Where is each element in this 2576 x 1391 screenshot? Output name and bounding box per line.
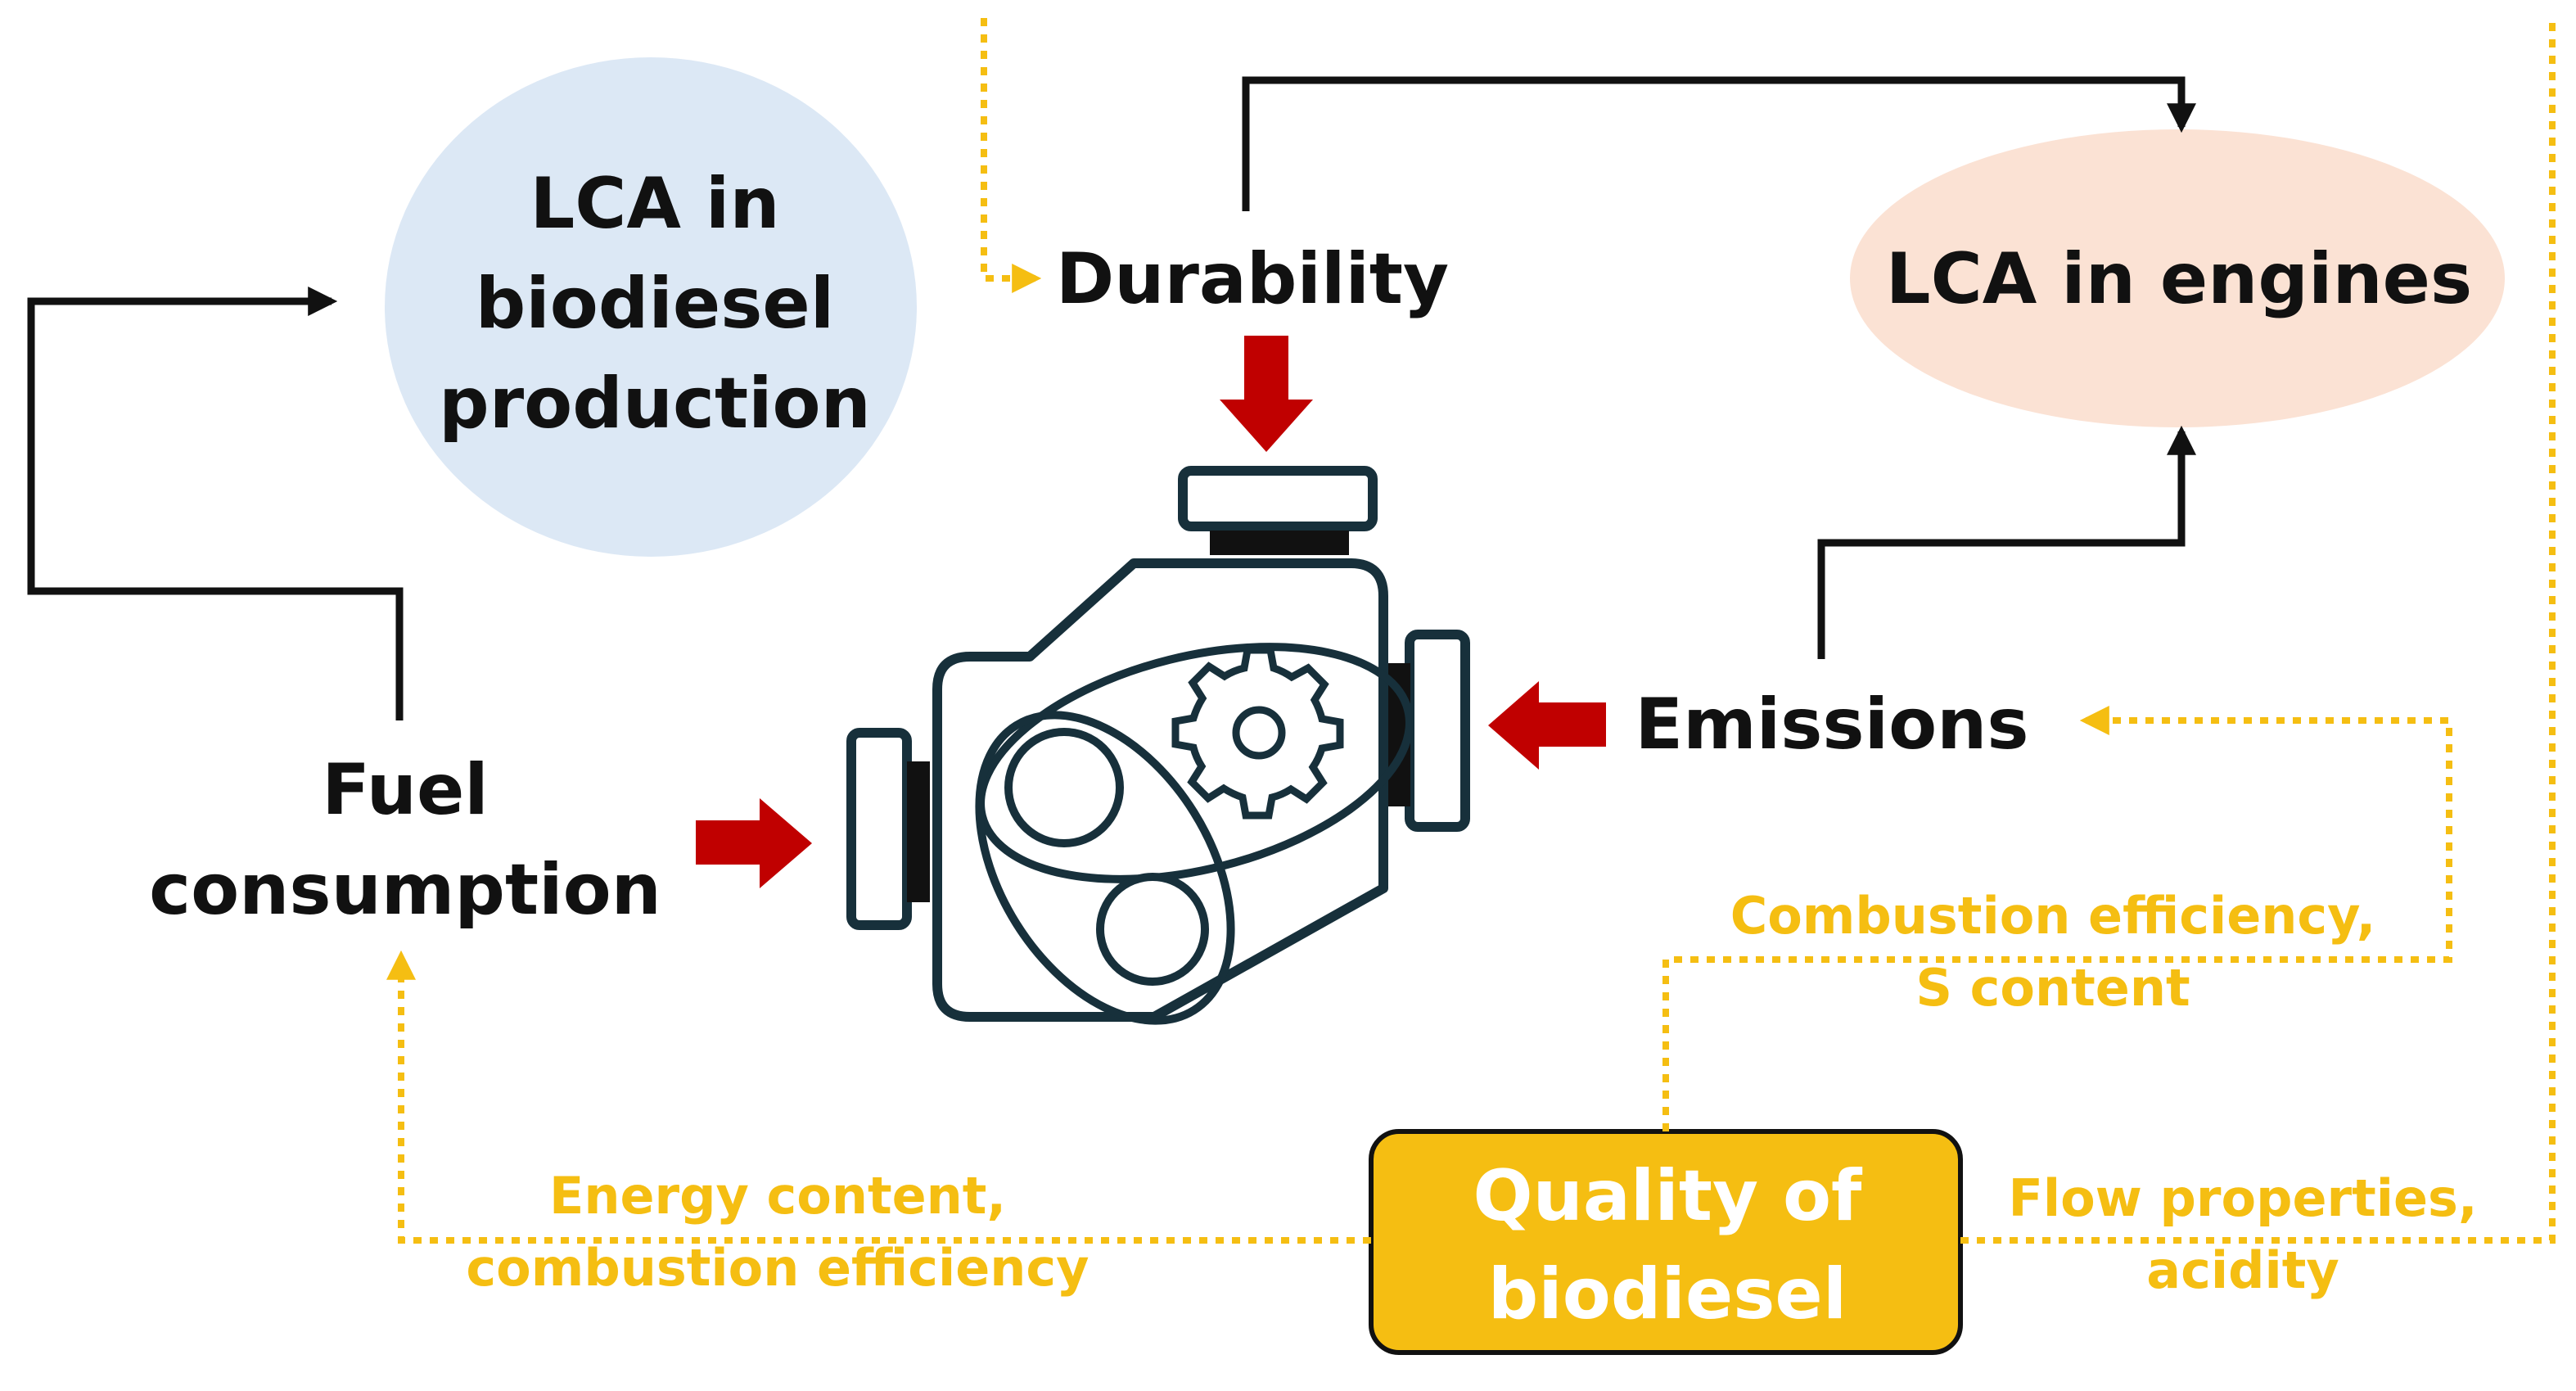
quality-line-2: biodiesel bbox=[1488, 1253, 1847, 1335]
durability-label: Durability bbox=[1056, 238, 1449, 320]
emissions-label: Emissions bbox=[1635, 684, 2028, 766]
arrow-fuel-to-lca-biodiesel bbox=[27, 287, 404, 720]
arrow-emissions-to-lca-engines bbox=[1817, 425, 2196, 659]
quality-line-1: Quality of bbox=[1473, 1155, 1864, 1237]
edge-label-durability-line-1: Flow properties, bbox=[2008, 1168, 2477, 1228]
dotted-top-to-durability bbox=[981, 18, 1042, 293]
dotted-quality-to-emissions bbox=[1662, 706, 2452, 1131]
lca-biodiesel-line-2: biodiesel bbox=[476, 263, 834, 345]
dotted-quality-to-right bbox=[1960, 15, 2556, 1244]
edge-label-emissions-line-1: Combustion efficiency, bbox=[1730, 886, 2376, 946]
lca-biodiesel-circle bbox=[385, 57, 917, 557]
lca-biodiesel-line-1: LCA in bbox=[530, 163, 779, 245]
red-arrow-from-emissions bbox=[1488, 681, 1606, 770]
fuel-consumption-line-2: consumption bbox=[149, 849, 661, 931]
lca-engines-label: LCA in engines bbox=[1886, 238, 2472, 320]
lca-engines-ellipse bbox=[1850, 129, 2505, 427]
edge-label-durability-line-2: acidity bbox=[2146, 1240, 2339, 1300]
edge-label-emissions-line-2: S content bbox=[1915, 958, 2190, 1018]
gear-icon bbox=[1171, 646, 1344, 820]
lca-biodiesel-line-3: production bbox=[439, 363, 871, 445]
red-arrow-from-durability bbox=[1220, 336, 1313, 452]
edge-label-fuel-line-2: combustion efficiency bbox=[466, 1238, 1089, 1298]
engine-icon bbox=[846, 466, 1470, 1025]
arrow-durability-to-lca-engines bbox=[1242, 76, 2196, 211]
fuel-consumption-line-1: Fuel bbox=[322, 749, 489, 831]
red-arrow-from-fuel bbox=[696, 798, 812, 888]
edge-label-fuel-line-1: Energy content, bbox=[549, 1166, 1006, 1226]
dotted-quality-to-fuel bbox=[386, 950, 1371, 1244]
